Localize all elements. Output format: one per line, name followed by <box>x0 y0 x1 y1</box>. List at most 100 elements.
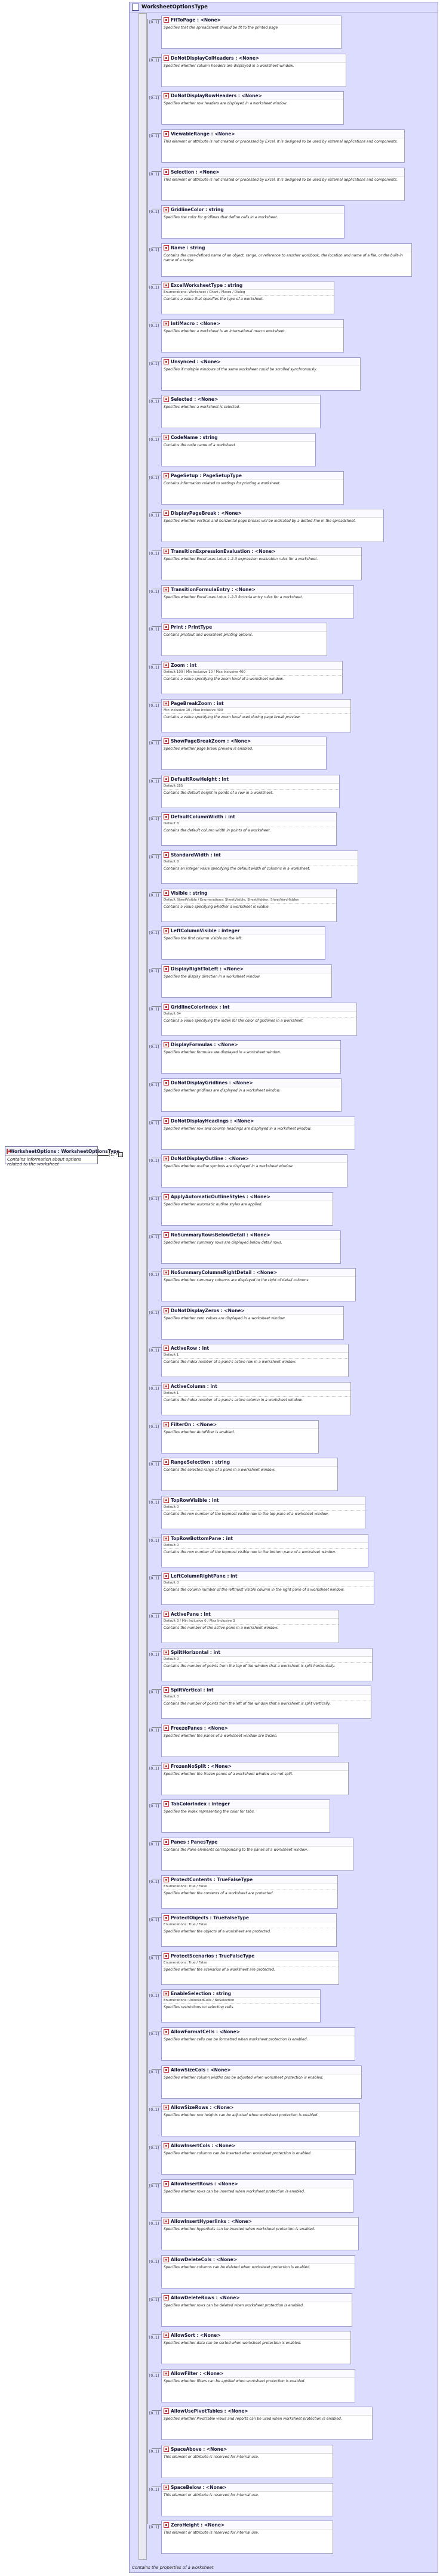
schema-element-box[interactable]: TransitionExpressionEvaluation : <None>S… <box>161 547 362 580</box>
schema-element-header: NoSummaryRowsBelowDetail : <None> <box>162 1231 340 1239</box>
schema-element-box[interactable]: Selected : <None>Specifies whether a wor… <box>161 395 321 428</box>
schema-element-box[interactable]: AllowInsertCols : <None>Specifies whethe… <box>161 2141 356 2175</box>
schema-element-header: DoNotDisplayOutline : <None> <box>162 1155 347 1163</box>
schema-element-box[interactable]: SpaceAbove : <None>This element or attri… <box>161 2445 333 2478</box>
element-occurrence: [0..1] <box>149 1842 159 1847</box>
schema-element-box[interactable]: AllowSizeCols : <None>Specifies whether … <box>161 2065 362 2099</box>
schema-element-box[interactable]: ApplyAutomaticOutlineStyles : <None>Spec… <box>161 1192 333 1226</box>
schema-element-box[interactable]: DoNotDisplayRowHeaders : <None>Specifies… <box>161 91 344 125</box>
schema-element-box[interactable]: DisplayFormulas : <None>Specifies whethe… <box>161 1040 341 1074</box>
element-icon <box>164 966 169 972</box>
schema-element-header: SplitHorizontal : int <box>162 1649 372 1657</box>
schema-element-description: This element or attribute is reserved fo… <box>164 2531 259 2535</box>
root-connector-line <box>98 1155 109 1156</box>
schema-element-box[interactable]: AllowSizeRows : <None>Specifies whether … <box>161 2103 360 2136</box>
collapse-toggle-icon[interactable] <box>118 1152 123 1157</box>
schema-element-box[interactable]: DisplayPageBreak : <None>Specifies wheth… <box>161 509 384 542</box>
schema-element-facets: Default 0 <box>162 1581 374 1587</box>
element-connector <box>152 1082 161 1083</box>
element-icon <box>164 663 169 668</box>
schema-element-box[interactable]: AllowInsertHyperlinks : <None>Specifies … <box>161 2217 359 2250</box>
schema-element-box[interactable]: AllowDeleteRows : <None>Specifies whethe… <box>161 2293 352 2327</box>
schema-element-box[interactable]: DoNotDisplayGridlines : <None>Specifies … <box>161 1078 342 1112</box>
schema-element-box[interactable]: DoNotDisplayColHeaders : <None>Specifies… <box>161 54 347 87</box>
schema-element-box[interactable]: AllowDeleteCols : <None>Specifies whethe… <box>161 2255 355 2289</box>
schema-element-box[interactable]: Unsynced : <None>Specifies if multiple w… <box>161 357 361 391</box>
schema-element-box[interactable]: NoSummaryColumnsRightDetail : <None>Spec… <box>161 1268 356 1301</box>
sequence-bracket-line <box>147 19 152 2525</box>
element-icon <box>164 131 169 137</box>
schema-element-box[interactable]: DoNotDisplayZeros : <None>Specifies whet… <box>161 1306 344 1340</box>
schema-element-box[interactable]: FrozenNoSplit : <None>Specifies whether … <box>161 1762 349 1795</box>
schema-element-box[interactable]: AllowFormatCells : <None>Specifies wheth… <box>161 2027 355 2061</box>
schema-element-box[interactable]: DisplayRightToLeft : <None>Specifies the… <box>161 964 333 998</box>
schema-element-box[interactable]: ViewableRange : <None>This element or at… <box>161 129 405 163</box>
schema-element-description: Specifies whether column headers are dis… <box>164 64 294 68</box>
schema-element-name: AllowFilter : <None> <box>171 2371 224 2376</box>
schema-element-box[interactable]: DoNotDisplayHeadings : <None>Specifies w… <box>161 1117 355 1150</box>
schema-element-box[interactable]: DoNotDisplayOutline : <None>Specifies wh… <box>161 1154 347 1188</box>
schema-element-box[interactable]: AllowUsePivotTables : <None>Specifies wh… <box>161 2407 373 2440</box>
schema-element-box[interactable]: FreezePanes : <None>Specifies whether th… <box>161 1724 339 1757</box>
root-element-box[interactable]: WorksheetOptions : WorksheetOptionsType … <box>5 1146 119 1167</box>
schema-element-box[interactable]: AllowInsertRows : <None>Specifies whethe… <box>161 2179 353 2213</box>
element-occurrence: [0..1] <box>149 1994 159 1998</box>
schema-element-box[interactable]: FilterOn : <None>Specifies whether AutoF… <box>161 1420 319 1454</box>
schema-element-header: DisplayRightToLeft : <None> <box>162 965 332 973</box>
element-icon <box>164 1725 169 1731</box>
schema-element-box[interactable]: AllowSort : <None>Specifies whether data… <box>161 2331 352 2364</box>
schema-element-box[interactable]: FitToPage : <None>Specifies that the spr… <box>161 16 342 49</box>
schema-element-description: Specifies whether the contents of a work… <box>164 1891 274 1895</box>
schema-element-name: ActiveRow : int <box>171 1346 209 1351</box>
schema-element-name: SplitVertical : int <box>171 1687 214 1693</box>
element-occurrence: [0..1] <box>149 476 159 480</box>
schema-element-box[interactable]: IntlMacro : <None>Specifies whether a wo… <box>161 319 344 352</box>
element-occurrence: [0..1] <box>149 2488 159 2492</box>
schema-element-header: AllowSizeCols : <None> <box>162 2066 361 2074</box>
schema-element-box[interactable]: AllowFilter : <None> Specifies whether fi… <box>161 2369 355 2402</box>
schema-element-facets: Min Inclusive 10 / Max Inclusive 400 <box>162 708 351 714</box>
schema-element-box[interactable]: ZeroHeight : <None>This element or attri… <box>161 2521 333 2554</box>
schema-element-box[interactable]: TransitionFormulaEntry : <None>Specifies… <box>161 585 355 619</box>
schema-element-box[interactable]: ShowPageBreakZoom : <None>Specifies whet… <box>161 737 327 770</box>
schema-element-name: ApplyAutomaticOutlineStyles : <None> <box>171 1194 270 1199</box>
schema-element-box[interactable]: NoSummaryRowsBelowDetail : <None>Specifi… <box>161 1230 341 1264</box>
schema-element-box[interactable]: Selection : <None>This element or attrib… <box>161 168 405 201</box>
schema-element-facets: Enumerations: UnlockedCells / NoSelectio… <box>162 1998 321 2004</box>
schema-element-description: Specifies restrictions on selecting cell… <box>164 2005 235 2009</box>
schema-element-description: Specifies whether filters can be applied… <box>164 2379 306 2383</box>
schema-element-box[interactable]: SpaceBelow : <None>This element or attri… <box>161 2483 333 2516</box>
element-connector <box>152 854 161 855</box>
element-icon <box>164 2485 169 2490</box>
element-connector <box>152 247 161 248</box>
